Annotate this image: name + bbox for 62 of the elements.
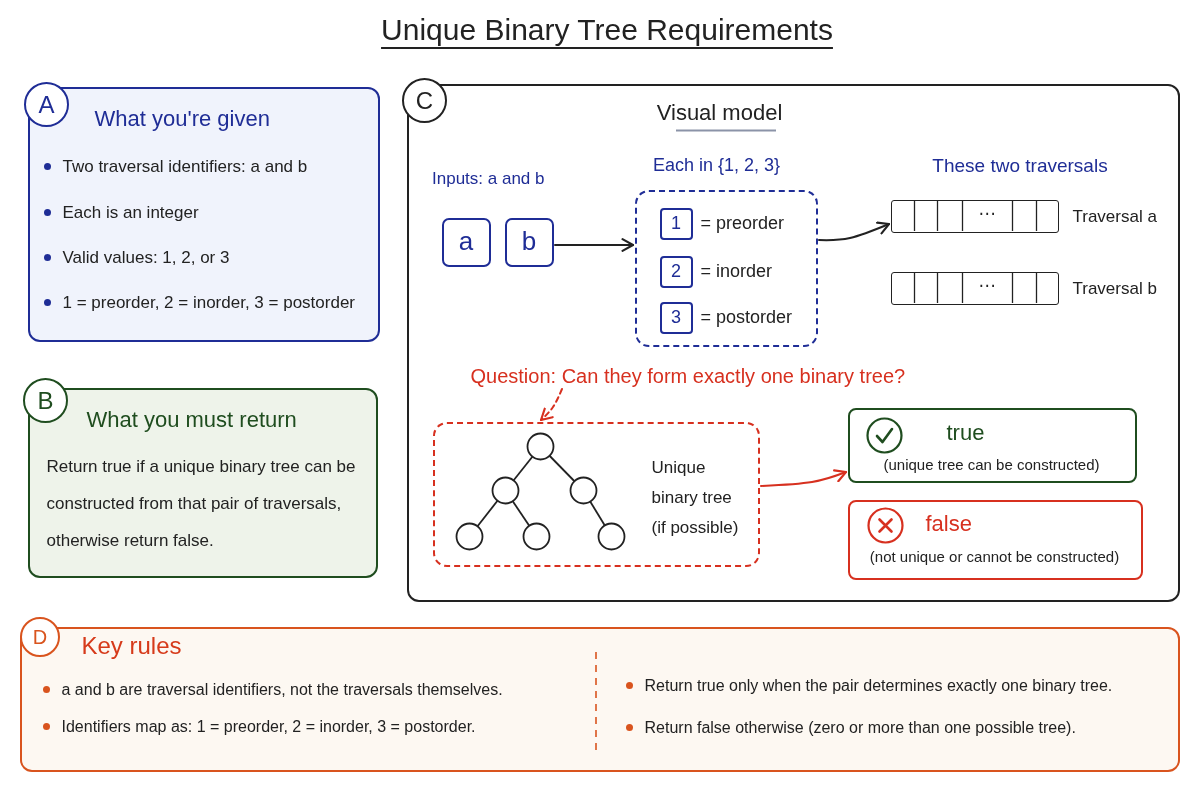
dashed-tree-box (432, 421, 760, 567)
number-text: 3 (671, 306, 681, 329)
variable-letter: b (521, 226, 537, 258)
result-card (847, 407, 1137, 483)
section-badge (20, 617, 60, 657)
number-text: 2 (671, 260, 681, 283)
section-badge (24, 82, 69, 127)
badge-letter: A (38, 90, 55, 119)
array-strip (890, 199, 1059, 233)
diagram-title: Unique Binary Tree Requirements (381, 12, 833, 48)
rules-panel (20, 627, 1180, 772)
section-badge (402, 78, 447, 123)
section-label: These two traversals (932, 155, 1108, 178)
mapping-text: = postorder (700, 306, 793, 329)
panel-heading: What you're given (94, 105, 270, 132)
section-badge (23, 378, 68, 423)
number-tile (659, 255, 693, 288)
arrow (760, 469, 848, 487)
result-card (847, 499, 1143, 580)
badge-letter: C (415, 86, 434, 115)
model-panel (407, 84, 1180, 602)
bullet-text: Identifiers map as: 1 = preorder, 2 = inorder, 3 = postorder. (61, 716, 476, 736)
result-note: (unique tree can be constructed) (883, 455, 1100, 474)
variable-tile (441, 217, 491, 267)
bullet-text: Return true only when the pair determines exactly one binary tree. (644, 675, 1113, 695)
panel-heading: What you must return (86, 406, 297, 433)
arrow (554, 238, 635, 252)
question-text: Question: Can they form exactly one binary tree? (470, 363, 906, 388)
result-note: (not unique or cannot be constructed) (869, 547, 1120, 566)
result-value: false (925, 510, 972, 537)
number-tile (659, 301, 693, 334)
bullet-text: 1 = preorder, 2 = inorder, 3 = postorder (62, 292, 355, 313)
group-heading: Each in {1, 2, 3} (652, 154, 781, 177)
panel-heading: Key rules (81, 631, 182, 661)
array-strip (890, 271, 1059, 305)
bullet-text: Two traversal identifiers: a and b (62, 156, 308, 177)
array-caption: Traversal a (1072, 206, 1157, 227)
tree-caption: Unique binary tree (if possible) (651, 456, 740, 539)
badge-letter: D (32, 625, 48, 649)
bullet-text: a and b are traversal identifiers, not the traversals themselves. (61, 679, 503, 699)
bullet-text: Each is an integer (62, 202, 199, 223)
arrow (818, 221, 891, 242)
ellipsis-text: ⋯ (978, 204, 996, 225)
array-caption: Traversal b (1072, 278, 1157, 299)
variable-tile (504, 217, 554, 267)
bullet-text: Valid values: 1, 2, or 3 (62, 247, 230, 268)
number-tile (659, 207, 693, 240)
dashed-arrow (539, 388, 563, 422)
info-panel (28, 388, 378, 578)
result-value: true (946, 419, 985, 446)
panel-heading: Visual model (656, 99, 783, 126)
mapping-text: = inorder (700, 260, 773, 283)
badge-letter: B (37, 386, 54, 415)
info-panel (28, 87, 380, 342)
section-label: Inputs: a and b (432, 169, 545, 190)
dashed-group-box (634, 189, 818, 347)
paragraph: Return true if a unique binary tree can be constructed from that pair of traversals, otherwise return false. (46, 455, 357, 552)
mapping-text: = preorder (700, 212, 785, 235)
bullet-text: Return false otherwise (zero or more than one possible tree). (644, 717, 1076, 737)
ellipsis-text: ⋯ (978, 276, 996, 297)
number-text: 1 (671, 212, 681, 235)
variable-letter: a (458, 226, 474, 258)
